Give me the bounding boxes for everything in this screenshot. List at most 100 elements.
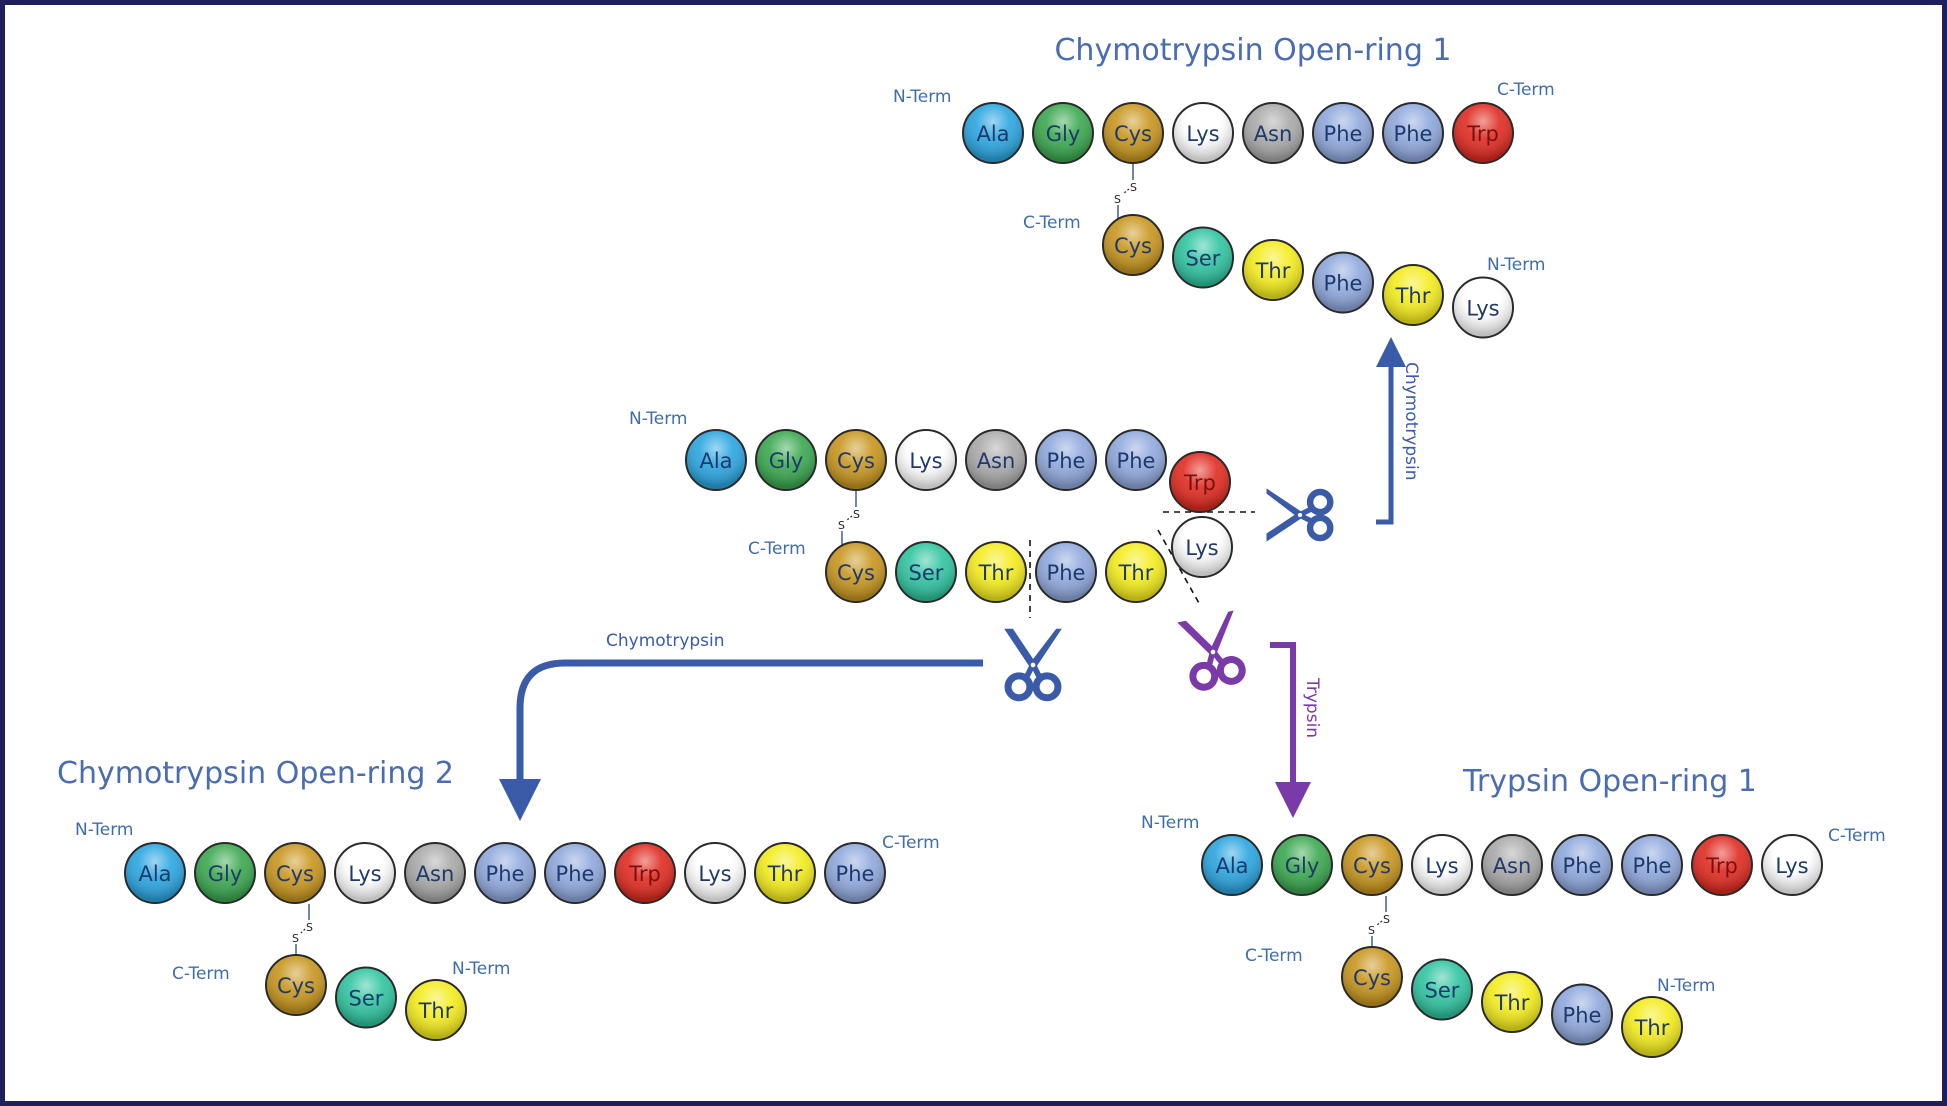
residue-ala: Ala — [962, 102, 1024, 164]
residue-gly: Gly — [1271, 834, 1333, 896]
residue-shine — [1104, 216, 1162, 274]
residue-gly: Gly — [755, 429, 817, 491]
residue-lys: Lys — [334, 842, 396, 904]
residue-trp: Trp — [1169, 451, 1231, 513]
residue-label: Lys — [1185, 536, 1218, 560]
residue-shine — [1623, 998, 1681, 1056]
term-labels: N-Term C-Term C-Term N-Term N-Term C-Ter… — [75, 80, 1886, 996]
residue-label: Trp — [1183, 471, 1216, 495]
residue-phe: Phe — [1382, 102, 1444, 164]
residue-label: Ala — [1215, 854, 1248, 878]
c-term-label: C-Term — [1497, 80, 1555, 100]
residue-label: Thr — [1118, 561, 1154, 585]
residue-shine — [1384, 266, 1442, 324]
c-term-label: C-Term — [1023, 213, 1081, 233]
residue-label: Trp — [628, 862, 661, 886]
residue-shine — [267, 956, 325, 1014]
residue-phe: Phe — [1105, 429, 1167, 491]
residue-cys: Cys — [825, 541, 887, 603]
residue-shine — [1343, 836, 1401, 894]
residue-shine — [757, 431, 815, 489]
chymotrypsin-arrow-left — [499, 659, 983, 821]
trypsin-arrow-label: Trypsin — [1302, 677, 1322, 738]
residue-ala: Ala — [124, 842, 186, 904]
residue-asn: Asn — [404, 842, 466, 904]
residue-shine — [1483, 836, 1541, 894]
residue-phe: Phe — [1312, 102, 1374, 164]
residue-label: Asn — [1254, 122, 1293, 146]
cleavage-lines — [1029, 511, 1255, 618]
residue-shine — [1553, 836, 1611, 894]
residue-thr: Thr — [965, 541, 1027, 603]
residue-shine — [826, 844, 884, 902]
sulfur-label: S — [306, 921, 313, 934]
residue-label: Ser — [1186, 247, 1221, 271]
residue-shine — [687, 431, 745, 489]
residue-label: Thr — [1494, 991, 1530, 1015]
residue-shine — [1553, 985, 1611, 1044]
residue-label: Lys — [348, 862, 381, 886]
residue-label: Ala — [699, 449, 732, 473]
sulfur-label: S — [838, 519, 845, 532]
residue-shine — [1037, 543, 1095, 601]
residue-label: Phe — [1563, 1004, 1602, 1028]
residue-cys: Cys — [1102, 214, 1164, 276]
residue-label: Trp — [1705, 854, 1738, 878]
residue-cys: Cys — [1341, 946, 1403, 1008]
residue-trp: Trp — [1691, 834, 1753, 896]
residue-label: Lys — [909, 449, 942, 473]
residue-label: Phe — [1324, 122, 1363, 146]
residue-label: Phe — [1563, 854, 1602, 878]
residue-shine — [196, 844, 254, 902]
residue-phe: Phe — [824, 842, 886, 904]
residue-ala: Ala — [685, 429, 747, 491]
residue-shine — [1203, 836, 1261, 894]
residue-label: Ala — [976, 122, 1009, 146]
residue-shine — [1037, 431, 1095, 489]
residue-shine — [967, 431, 1025, 489]
sulfur-label: S — [1383, 913, 1390, 926]
residue-thr: Thr — [1242, 239, 1304, 301]
residue-shine — [964, 104, 1022, 162]
residue-lys: Lys — [1452, 276, 1514, 339]
residue-shine — [827, 431, 885, 489]
residue-thr: Thr — [1105, 541, 1167, 603]
residue-label: Thr — [767, 862, 803, 886]
residue-label: Phe — [1394, 122, 1433, 146]
residue-label: Asn — [977, 449, 1016, 473]
c-term-label: C-Term — [1245, 946, 1303, 966]
residue-shine — [756, 844, 814, 902]
residue-ala: Ala — [1201, 834, 1263, 896]
residue-shine — [1244, 241, 1302, 299]
residue-label: Lys — [698, 862, 731, 886]
residue-label: Cys — [1114, 122, 1152, 146]
residue-label: Ala — [138, 862, 171, 886]
residue-shine — [1174, 228, 1232, 287]
residue-label: Phe — [1047, 561, 1086, 585]
residue-shine — [1171, 453, 1229, 511]
bond-line — [1122, 188, 1130, 195]
scissors-icon — [1005, 629, 1061, 698]
residue-phe: Phe — [1551, 983, 1613, 1046]
residue-shine — [337, 968, 395, 1027]
n-term-label: N-Term — [75, 820, 134, 840]
residue-shine — [1107, 543, 1165, 601]
residue-shine — [1314, 104, 1372, 162]
residue-lys: Lys — [1172, 102, 1234, 164]
residue-label: Lys — [1775, 854, 1808, 878]
residue-shine — [1763, 836, 1821, 894]
residue-lys: Lys — [895, 429, 957, 491]
residue-label: Thr — [418, 999, 454, 1023]
chymotrypsin-arrow-up — [1376, 337, 1406, 525]
residue-shine — [686, 844, 744, 902]
residue-label: Gly — [1046, 122, 1081, 146]
residue-label: Asn — [1493, 854, 1532, 878]
residue-phe: Phe — [1035, 541, 1097, 603]
residue-asn: Asn — [1242, 102, 1304, 164]
bond-line — [1376, 920, 1383, 926]
residue-shine — [336, 844, 394, 902]
residue-label: Lys — [1425, 854, 1458, 878]
residue-shine — [476, 844, 534, 902]
